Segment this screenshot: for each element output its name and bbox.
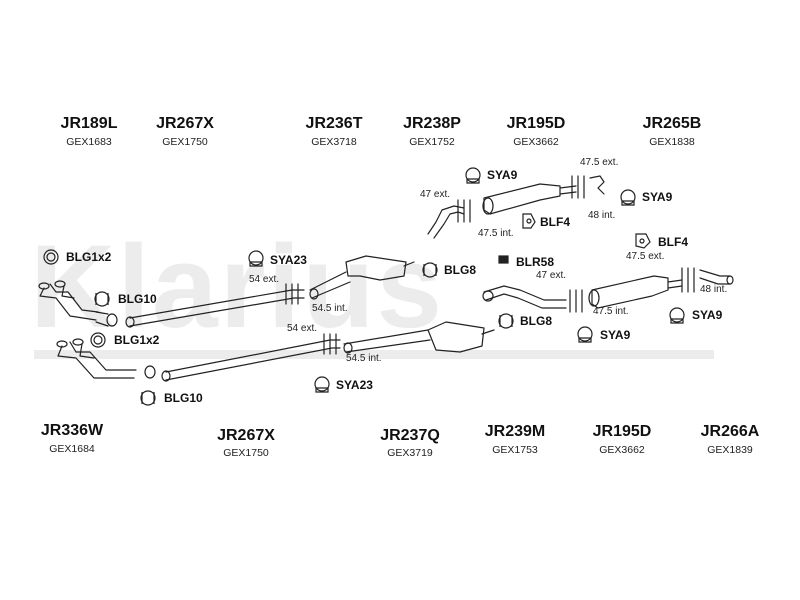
- part-ref-top-4: GEX1752: [409, 136, 455, 148]
- intermediate-pipe-upper: [125, 283, 305, 328]
- part-code-top-5: JR195D: [506, 115, 566, 132]
- front-pipe-lower: [56, 338, 156, 379]
- bracket-icon: [522, 213, 536, 229]
- part-ref-bottom-6: GEX1839: [707, 444, 753, 456]
- tailpipe-end-upper: [589, 175, 605, 195]
- fitting-label-sya9-c: SYA9: [692, 308, 723, 322]
- part-code-bottom-4: JR239M: [484, 423, 546, 440]
- part-ref-bottom-1: GEX1684: [49, 443, 95, 455]
- part-ref-top-5: GEX3662: [513, 136, 559, 148]
- clamp-icon: [140, 390, 156, 406]
- dimension-54-ext-upper: 54 ext.: [249, 274, 280, 285]
- part-code-bottom-6: JR266A: [700, 423, 760, 440]
- part-code-bottom-2: JR267X: [217, 427, 275, 444]
- centre-silencer-upper: [309, 255, 415, 300]
- clamp-icon: [422, 262, 438, 278]
- gasket-ring-icon: [43, 249, 59, 265]
- fitting-label-sya23-upper: SYA23: [270, 253, 307, 267]
- part-code-top-6: JR265B: [642, 115, 702, 132]
- fitting-label-blg8-upper: BLG8: [444, 263, 477, 277]
- clamp-icon: [94, 291, 110, 307]
- part-ref-top-1: GEX1683: [66, 136, 112, 148]
- rubber-block-icon: [498, 255, 509, 264]
- part-code-top-2: JR267X: [156, 115, 214, 132]
- part-ref-bottom-2: GEX1750: [223, 447, 269, 459]
- dimension-47-ext-lower: 47 ext.: [536, 270, 567, 281]
- fitting-label-blg1x2-upper: BLG1x2: [66, 250, 112, 264]
- rubber-mount-icon: [314, 376, 330, 393]
- dimension-54-ext-lower: 54 ext.: [287, 323, 318, 334]
- dimension-48-int-lower: 48 int.: [700, 284, 728, 295]
- part-ref-top-6: GEX1838: [649, 136, 695, 148]
- part-ref-bottom-5: GEX3662: [599, 444, 645, 456]
- part-code-bottom-5: JR195D: [592, 423, 652, 440]
- fitting-label-sya9-a: SYA9: [487, 168, 518, 182]
- part-ref-top-3: GEX3718: [311, 136, 357, 148]
- dimension-47-5-int-upper: 47.5 int.: [478, 228, 514, 239]
- part-code-bottom-1: JR336W: [40, 422, 104, 439]
- fitting-label-blg10-upper: BLG10: [118, 292, 157, 306]
- dimension-48-int-upper: 48 int.: [588, 210, 616, 221]
- part-ref-top-2: GEX1750: [162, 136, 208, 148]
- fitting-label-blr58: BLR58: [516, 255, 555, 269]
- fitting-label-sya9-b: SYA9: [642, 190, 673, 204]
- fitting-label-blf4-a: BLF4: [540, 215, 570, 229]
- rubber-mount-icon: [248, 250, 264, 267]
- bracket-icon: [635, 233, 651, 249]
- rubber-mount-icon: [465, 167, 481, 184]
- rear-silencer-lower: [588, 267, 695, 309]
- rubber-mount-icon: [620, 189, 636, 206]
- part-code-top-4: JR238P: [403, 115, 461, 132]
- clamp-icon: [498, 313, 514, 329]
- dimension-54-5-int-upper: 54.5 int.: [312, 303, 348, 314]
- dimension-47-5-ext-upper: 47.5 ext.: [580, 157, 619, 168]
- fitting-label-blg10-lower: BLG10: [164, 391, 203, 405]
- rear-silencer-upper: [482, 175, 585, 215]
- part-code-top-3: JR236T: [305, 115, 363, 132]
- part-ref-bottom-4: GEX1753: [492, 444, 538, 456]
- tailpipe-section-lower: [482, 285, 583, 313]
- centre-silencer-lower: [343, 321, 495, 354]
- tailpipe-end-lower: [699, 269, 734, 285]
- dimension-54-5-int-lower: 54.5 int.: [346, 353, 382, 364]
- fitting-label-sya23-lower: SYA23: [336, 378, 373, 392]
- tailpipe-section-upper: [427, 199, 471, 239]
- dimension-47-5-int-lower: 47.5 int.: [593, 306, 629, 317]
- rubber-mount-icon: [669, 307, 685, 324]
- front-pipe-upper: [38, 280, 118, 327]
- part-code-top-1: JR189L: [60, 115, 118, 132]
- fitting-label-blg1x2-lower: BLG1x2: [114, 333, 160, 347]
- dimension-47-5-ext-lower: 47.5 ext.: [626, 251, 665, 262]
- part-ref-bottom-3: GEX3719: [387, 447, 433, 459]
- watermark-logo: Klarius: [30, 221, 445, 353]
- part-code-bottom-3: JR237Q: [380, 427, 440, 444]
- fitting-label-blf4-b: BLF4: [658, 235, 688, 249]
- dimension-47-ext-upper: 47 ext.: [420, 189, 451, 200]
- gasket-ring-icon: [90, 332, 106, 348]
- watermark-underline: [34, 350, 714, 359]
- fitting-label-blg8-lower: BLG8: [520, 314, 553, 328]
- fitting-label-sya9-d: SYA9: [600, 328, 631, 342]
- intermediate-pipe-lower: [161, 333, 341, 382]
- rubber-mount-icon: [577, 326, 593, 343]
